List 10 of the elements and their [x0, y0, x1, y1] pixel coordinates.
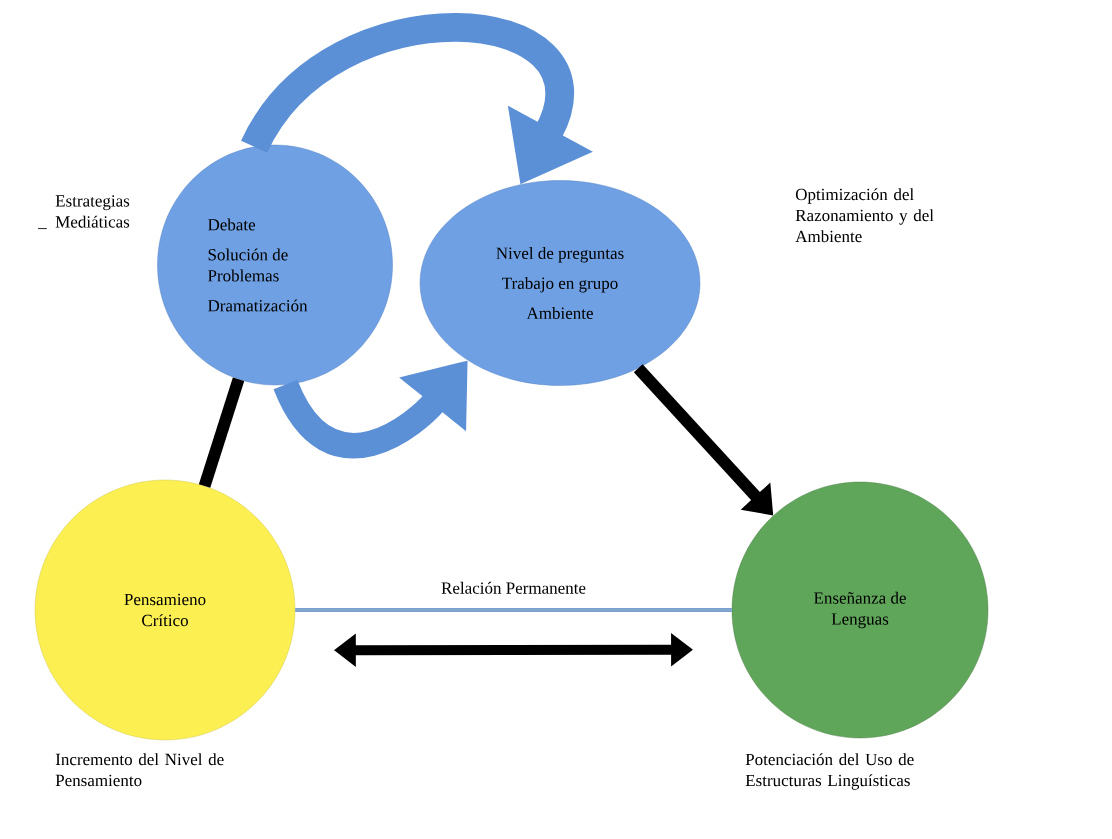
side-label: –	[38, 228, 47, 230]
side-label: Potenciación del Uso de Estructuras Linguísticas	[745, 753, 914, 790]
side-label: Optimización del Razonamiento y del Ambiente	[795, 188, 934, 243]
ellipse-node: Nivel de preguntas Trabajo en grupo Ambiente	[419, 180, 701, 386]
side-label: Estrategias Mediáticas	[55, 195, 130, 228]
edge-label: Relación Permanente	[441, 581, 586, 594]
circle-node: Pensamieno Crítico	[34, 479, 296, 741]
circle-node: Debate Solución de Problemas Dramatización	[157, 144, 393, 386]
side-label: Incremento del Nivel de Pensamiento	[55, 753, 224, 787]
circle-node: Enseñanza de Lenguas	[731, 481, 989, 739]
